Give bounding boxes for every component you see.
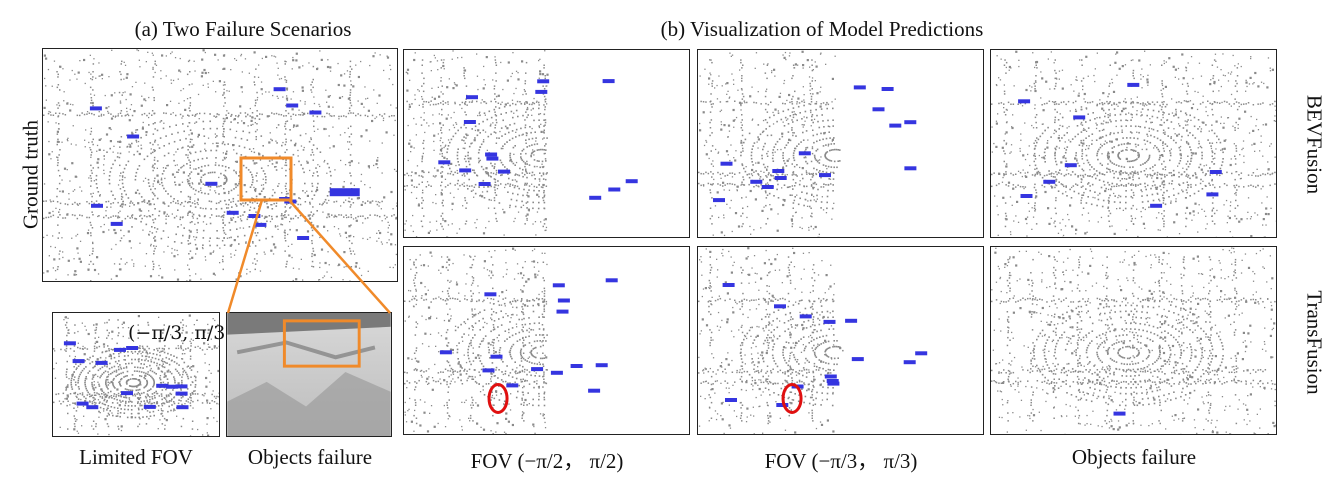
lidar-point-cloud	[991, 247, 1276, 434]
caption-objects-failure-b: Objects failure	[1071, 445, 1197, 469]
caption-fov-half-pi: FOV (−π/2， π/2)	[470, 449, 624, 473]
section-a-title: (a) Two Failure Scenarios	[134, 17, 352, 41]
fov-range-label: (−π/3, π/3)	[128, 322, 233, 344]
lidar-point-cloud	[404, 247, 618, 434]
row-label-transfusion: TransFusion	[1302, 290, 1327, 395]
failure-circle	[781, 382, 803, 414]
bevfusion-fov-third-pi-panel	[697, 49, 984, 238]
objects-failure-zoom-panel	[226, 312, 392, 437]
caption-limited-fov: Limited FOV	[79, 445, 193, 469]
lidar-point-cloud	[991, 50, 1276, 237]
row-label-bevfusion: BEVFusion	[1302, 94, 1327, 195]
section-b-title: (b) Visualization of Model Predictions	[660, 17, 984, 41]
transfusion-fov-half-pi-panel	[403, 246, 690, 435]
lidar-point-cloud	[698, 247, 928, 434]
failure-circle	[487, 382, 509, 414]
lidar-point-cloud	[43, 49, 397, 281]
zoomed-points	[227, 313, 391, 436]
caption-fov-third-pi: FOV (−π/3， π/3)	[764, 449, 918, 473]
bevfusion-objects-failure-panel	[990, 49, 1277, 238]
caption-objects-failure-a: Objects failure	[247, 445, 373, 469]
limited-fov-panel	[52, 312, 220, 437]
transfusion-fov-third-pi-panel	[697, 246, 984, 435]
lidar-point-cloud	[404, 50, 638, 237]
zoom-highlight-box	[282, 319, 361, 368]
bevfusion-fov-half-pi-panel	[403, 49, 690, 238]
transfusion-objects-failure-panel	[990, 246, 1277, 435]
lidar-point-cloud	[698, 50, 917, 237]
lidar-point-cloud	[53, 314, 219, 436]
ground-truth-panel	[42, 48, 398, 282]
row-label-ground-truth: Ground truth	[18, 119, 43, 230]
